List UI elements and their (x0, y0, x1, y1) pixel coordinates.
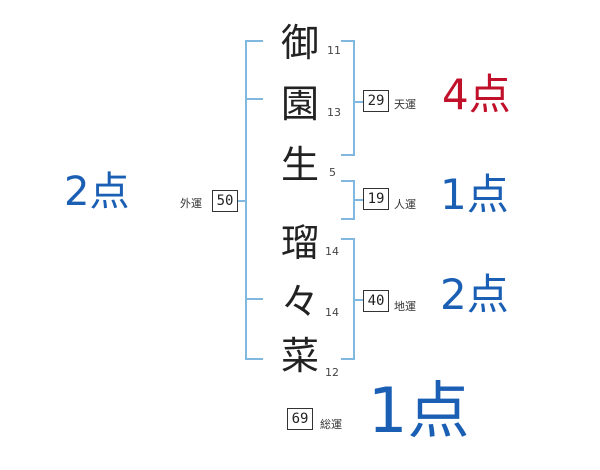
stroke-count-6: 12 (325, 366, 339, 379)
name-char-3: 生 (280, 143, 319, 187)
name-char-2: 園 (280, 82, 319, 126)
name-char-6: 菜 (280, 334, 319, 378)
tenkaku-score: 4点 (442, 70, 511, 119)
soukaku-value-box: 69 (287, 408, 313, 430)
gaikaku-value-box: 50 (212, 190, 238, 212)
gaikaku-label: 外運 (180, 197, 202, 210)
tenkaku-bracket-top (341, 40, 355, 42)
stroke-count-3: 5 (329, 166, 336, 179)
stroke-count-1: 11 (327, 44, 341, 57)
chikaku-value-box: 40 (363, 290, 389, 312)
outer-bracket-tick-5 (245, 298, 263, 300)
jinkaku-score: 1点 (440, 170, 509, 219)
chikaku-bracket-vertical (353, 238, 355, 360)
name-char-5: 々 (280, 280, 319, 324)
tenkaku-bracket-connector (355, 101, 363, 103)
soukaku-score: 1点 (368, 374, 470, 447)
jinkaku-bracket-bottom (341, 218, 355, 220)
soukaku-label: 総運 (320, 418, 342, 431)
gaikaku-score: 2点 (64, 169, 130, 215)
chikaku-score: 2点 (440, 270, 509, 319)
outer-bracket-vertical (245, 40, 247, 360)
jinkaku-bracket-connector (355, 199, 363, 201)
tenkaku-bracket-bottom (341, 154, 355, 156)
outer-bracket-top-tick (245, 40, 263, 42)
outer-bracket-bottom-tick (245, 358, 263, 360)
outer-bracket-connector (238, 200, 246, 202)
jinkaku-label: 人運 (394, 198, 416, 211)
chikaku-bracket-connector (355, 299, 363, 301)
chikaku-label: 地運 (394, 300, 416, 313)
jinkaku-value-box: 19 (363, 188, 389, 210)
name-char-1: 御 (280, 21, 319, 65)
tenkaku-label: 天運 (394, 98, 416, 111)
chikaku-bracket-top (341, 238, 355, 240)
name-char-4: 瑠 (280, 221, 319, 265)
jinkaku-bracket-vertical (353, 180, 355, 220)
jinkaku-bracket-top (341, 180, 355, 182)
tenkaku-bracket-vertical (353, 40, 355, 156)
stroke-count-2: 13 (327, 106, 341, 119)
stroke-count-4: 14 (325, 245, 339, 258)
tenkaku-value-box: 29 (363, 90, 389, 112)
chikaku-bracket-bottom (341, 358, 355, 360)
stroke-count-5: 14 (325, 306, 339, 319)
outer-bracket-tick-2 (245, 98, 263, 100)
